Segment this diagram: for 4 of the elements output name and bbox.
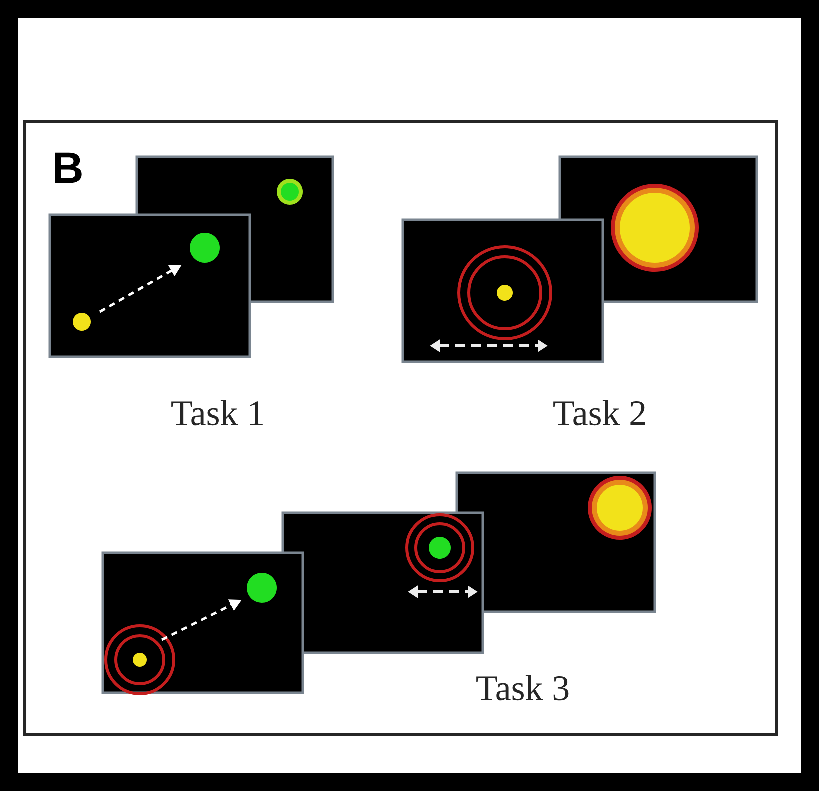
- task-label: Task 1: [172, 400, 263, 426]
- task-label: Task 2: [554, 400, 646, 426]
- task-label: Task 3: [476, 675, 569, 701]
- panel-letter: B: [55, 152, 82, 184]
